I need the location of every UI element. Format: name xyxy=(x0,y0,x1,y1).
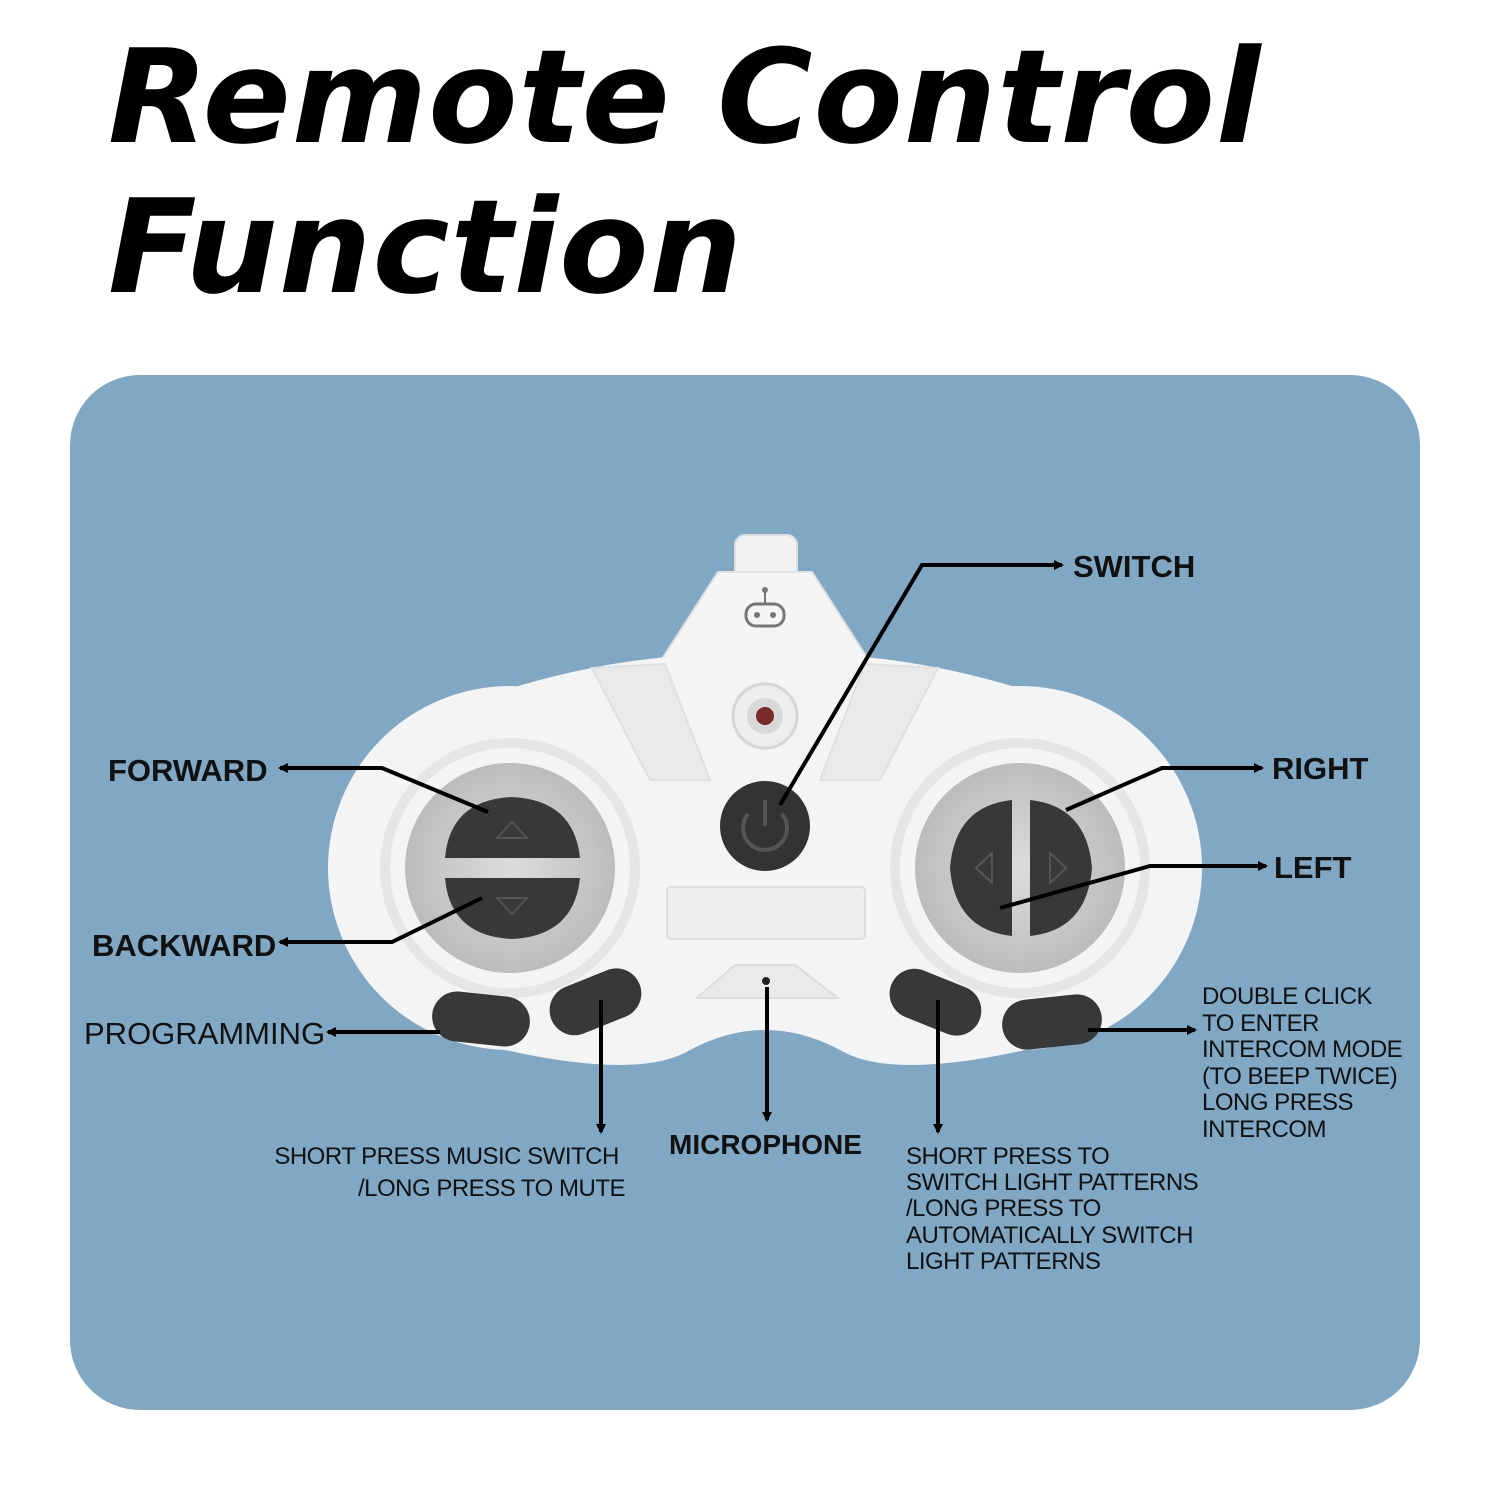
right-button[interactable] xyxy=(1030,800,1092,936)
labels: SWITCH FORWARD BACKWARD RIGHT LEFT PROGR… xyxy=(84,549,1408,1275)
forward-button[interactable] xyxy=(445,797,580,858)
label-intercom: DOUBLE CLICK TO ENTER INTERCOM MODE (TO … xyxy=(1202,983,1408,1143)
label-backward: BACKWARD xyxy=(92,928,276,963)
label-programming: PROGRAMMING xyxy=(84,1016,325,1051)
left-grip xyxy=(405,763,615,973)
label-music: SHORT PRESS MUSIC SWITCH /LONG PRESS TO … xyxy=(274,1143,625,1202)
remote-controller xyxy=(328,534,1202,1065)
microphone-hole xyxy=(762,977,770,985)
label-forward: FORWARD xyxy=(108,753,268,788)
camera-lens xyxy=(756,707,774,725)
label-left: LEFT xyxy=(1274,850,1352,885)
power-button[interactable] xyxy=(720,781,810,871)
label-right: RIGHT xyxy=(1272,751,1369,786)
leader-lines xyxy=(278,560,1268,1134)
display-window xyxy=(666,886,866,940)
programming-button[interactable] xyxy=(430,989,533,1049)
title-line-2: Function xyxy=(108,171,744,323)
right-arrow xyxy=(1065,763,1264,812)
backward-arrow xyxy=(278,896,483,947)
intercom-button[interactable] xyxy=(1000,992,1105,1052)
switch-arrow xyxy=(778,560,1064,807)
music-button[interactable] xyxy=(542,961,649,1043)
right-grip xyxy=(915,763,1125,973)
page-title: Remote Control Function xyxy=(108,22,1262,322)
label-microphone: MICROPHONE xyxy=(669,1129,862,1160)
backward-button[interactable] xyxy=(445,878,580,939)
forward-arrow xyxy=(278,763,489,814)
left-button[interactable] xyxy=(950,800,1012,936)
robot-logo-icon xyxy=(744,587,786,628)
left-arrow xyxy=(999,861,1268,910)
title-line-1: Remote Control xyxy=(108,21,1262,173)
label-light: SHORT PRESS TO SWITCH LIGHT PATTERNS /LO… xyxy=(906,1143,1204,1275)
light-button[interactable] xyxy=(882,961,989,1043)
label-switch: SWITCH xyxy=(1073,549,1195,584)
